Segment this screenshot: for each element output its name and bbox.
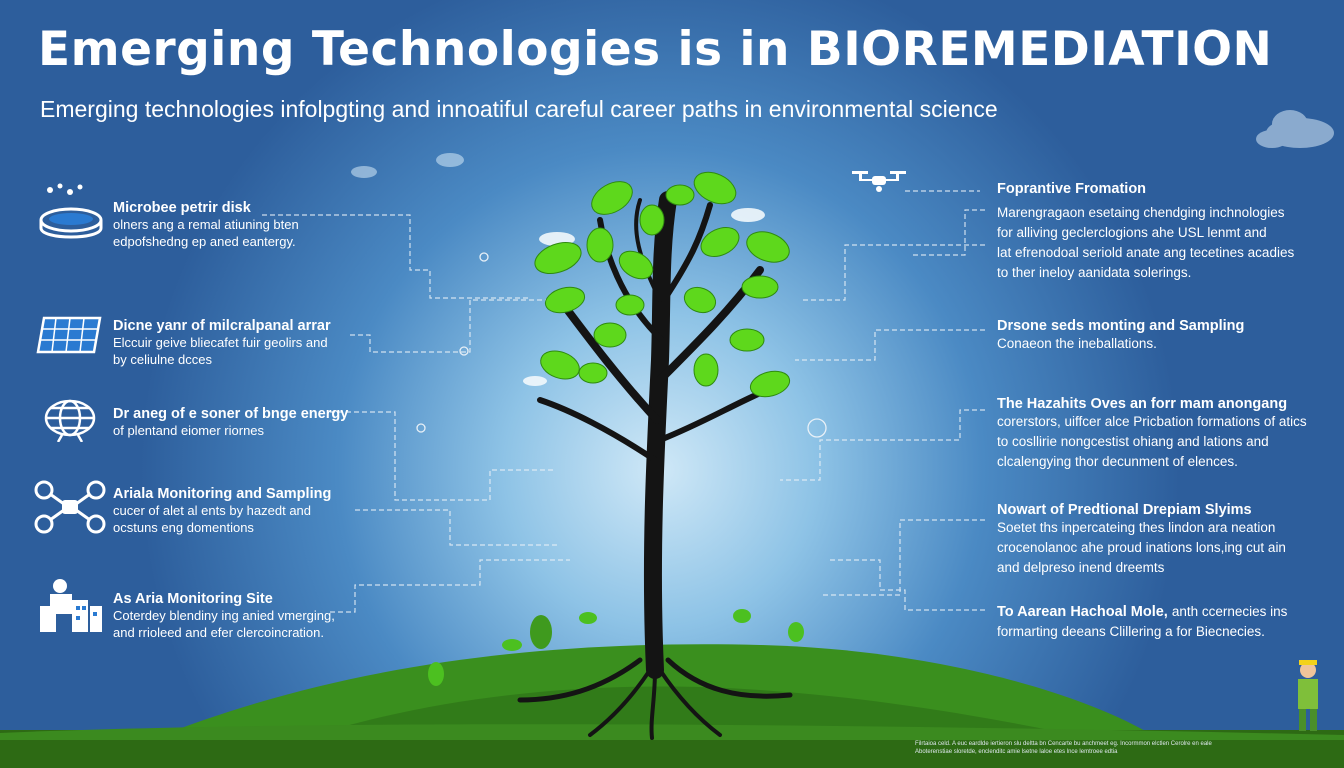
right-item-line: Marengragaon esetaing chendging inchnolo… [997,205,1285,220]
left-item-line: cucer of alet al ents by hazedt and [113,503,312,518]
right-item-line: clcalengying thor decunment of elences. [997,454,1238,469]
right-item-line: Soetet ths inpercateing thes lindon ara … [997,520,1276,535]
right-item-title: Foprantive Fromation [997,181,1147,197]
right-item-line: corerstors, uiffcer alce Pricbation form… [997,414,1307,429]
left-item-line: and rrioleed and efer clercoincration. [113,625,325,640]
right-item-2: Drsone seds monting and Sampling Conaeon… [997,318,1244,354]
page-title: Emerging Technologies is in BIOREMEDIATI… [38,22,1273,77]
left-item-energy: Dr aneg of e soner of bnge energy of ple… [113,406,348,439]
right-item-title-extra: anth ccernecies ins [1171,604,1288,619]
left-item-line: olners ang a remal atiuning bten [113,217,299,232]
worker-figure [1298,660,1318,731]
petri-dish-icon [39,183,103,239]
left-item-line: Elccuir geive bliecafet fuir geolirs and [113,335,328,350]
right-item-line: lat efrenodoal seriold anate ang tecetin… [997,245,1295,260]
left-item-title: Ariala Monitoring and Sampling [113,486,332,502]
cloud-icon [351,110,1334,178]
solar-panel-icon [36,316,102,354]
left-item-solar: Dicne yanr of milcralpanal arrar Elccuir… [113,318,331,368]
right-item-title: Drsone seds monting and Sampling [997,318,1245,334]
left-item-line: edpofshedng ep aned eantergy. [113,234,296,249]
right-item-1: Foprantive Fromation Marengragaon esetai… [997,181,1294,283]
left-item-line: Coterdey blendiny ing anied vmerging, [113,608,335,623]
footer-fineprint: Filrtaioa celd. A euc eardlde iertieron … [915,741,1212,755]
drone-icon [852,171,906,192]
left-item-title: Microbee petrir disk [113,200,251,216]
globe-network-icon [44,399,96,442]
left-item-title: As Aria Monitoring Site [113,591,273,607]
right-item-title: Nowart of Predtional Drepiam Slyims [997,502,1252,518]
monitoring-site-icon [40,579,102,632]
right-item-3: The Hazahits Oves an forr mam anongang c… [997,396,1307,472]
right-item-line: for alliving geclerclogions ahe USL lenm… [997,225,1267,240]
right-item-line: formarting deeans Clillering a for Biecn… [997,624,1265,639]
drone-icon [34,480,106,534]
left-item-line: by celiulne dcces [113,352,212,367]
left-item-line: of plentand eiomer riornes [113,423,265,438]
right-item-line: and delpreso inend dreemts [997,560,1165,575]
right-item-line: to ther ineloy aanidata solerings. [997,265,1192,280]
page-subtitle: Emerging technologies infolpgting and in… [40,96,998,122]
right-item-title: The Hazahits Oves an forr mam anongang [997,396,1288,412]
right-item-line: Conaeon the ineballations. [997,336,1157,351]
right-item-line: to cosllirie nongcestist ohiang and lati… [997,434,1269,449]
left-item-site: As Aria Monitoring Site Coterdey blendin… [113,591,335,641]
left-item-petri: Microbee petrir disk olners ang a remal … [113,200,299,250]
left-item-aerial: Ariala Monitoring and Sampling cucer of … [113,486,331,536]
right-item-4: Nowart of Predtional Drepiam Slyims Soet… [997,502,1286,578]
left-item-title: Dr aneg of e soner of bnge energy [113,406,349,422]
right-item-title: To Aarean Hachoal Mole, [997,604,1172,620]
left-item-line: ocstuns eng domentions [113,520,254,535]
right-item-5: To Aarean Hachoal Mole, anth ccernecies … [997,602,1287,642]
left-item-title: Dicne yanr of milcralpanal arrar [113,318,331,334]
right-item-line: crocenolanoc ahe proud inations lons,ing… [997,540,1286,555]
